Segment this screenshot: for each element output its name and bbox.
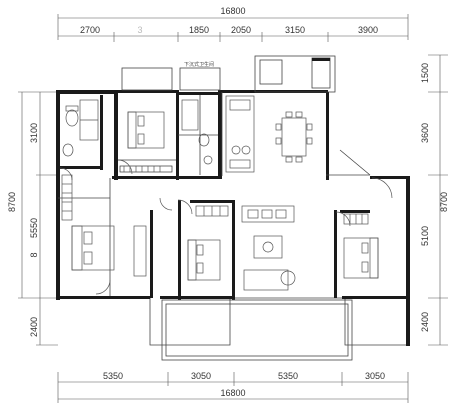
living-room: [241, 205, 296, 291]
dim-top-faint: 3: [137, 25, 142, 35]
washbasin-icon-2: [203, 155, 213, 165]
toilet-icon: [65, 109, 79, 127]
kitchen-counter: [225, 95, 255, 173]
dim-left-small: 8: [29, 252, 39, 257]
dim-top-seg-1: 2700: [80, 25, 100, 35]
balcony: [161, 299, 353, 361]
dim-bottom-seg-1: 5350: [103, 371, 123, 381]
right-dimensions: 1500 3600 8700 5100 2400: [420, 54, 449, 346]
dim-right-top: 1500: [420, 63, 430, 83]
wardrobe-icon: [133, 225, 147, 277]
dim-left-total: 8700: [7, 192, 17, 212]
bed-icon: [127, 111, 165, 149]
bedroom-top: [119, 111, 173, 173]
dim-bottom-seg-3: 5350: [278, 371, 298, 381]
bedroom-right: [343, 177, 393, 279]
utility-balcony: 下沉式卫生间: [121, 55, 336, 93]
dim-top-seg-5: 3900: [358, 25, 378, 35]
left-dimensions: 8700 3100 5550 8 2400: [7, 91, 58, 346]
armchair-icon: [280, 270, 296, 286]
dim-right-lower: 5100: [420, 226, 430, 246]
pipe-note: 下沉式卫生间: [184, 61, 214, 68]
bed-icon-left: [71, 225, 115, 271]
bedroom-centre: [187, 205, 229, 281]
dim-left-top: 3100: [29, 123, 39, 143]
dim-top-seg-2: 1850: [189, 25, 209, 35]
bathroom-fixtures: [62, 99, 213, 165]
dim-right-mid: 3600: [420, 123, 430, 143]
kitchen-dining: [225, 95, 313, 173]
sofa-icon: [241, 205, 295, 223]
dim-top-seg-3: 2050: [231, 25, 251, 35]
stove-icon: [231, 145, 241, 155]
inner-partitions: [58, 92, 371, 296]
bedroom-left: [61, 174, 147, 277]
dim-right-bottom: 2400: [420, 312, 430, 332]
bottom-dimensions: 5350 3050 5350 3050 16800: [57, 371, 409, 403]
tv-cabinet: [243, 269, 289, 291]
dim-bottom-seg-2: 3050: [191, 371, 211, 381]
bed-icon-right: [343, 237, 379, 279]
exterior-walls: [56, 90, 410, 346]
dim-left-bottom: 2400: [29, 317, 39, 337]
dining-table: [281, 117, 307, 157]
dim-right-total: 8700: [439, 192, 449, 212]
dim-left-mid: 5550: [29, 218, 39, 238]
toilet-icon-2: [198, 133, 210, 147]
top-dimensions: 16800 2700 3 1850 2050 3150 3900: [57, 6, 409, 42]
bed-icon-centre: [187, 239, 221, 281]
dim-top-seg-4: 3150: [285, 25, 305, 35]
dim-bottom-seg-4: 3050: [365, 371, 385, 381]
coffee-table: [253, 235, 283, 259]
door-swings: [59, 159, 351, 295]
dim-top-total: 16800: [220, 6, 245, 16]
washbasin-icon: [62, 143, 74, 157]
door-swing-icon: [371, 177, 393, 199]
dim-bottom-total: 16800: [220, 388, 245, 398]
